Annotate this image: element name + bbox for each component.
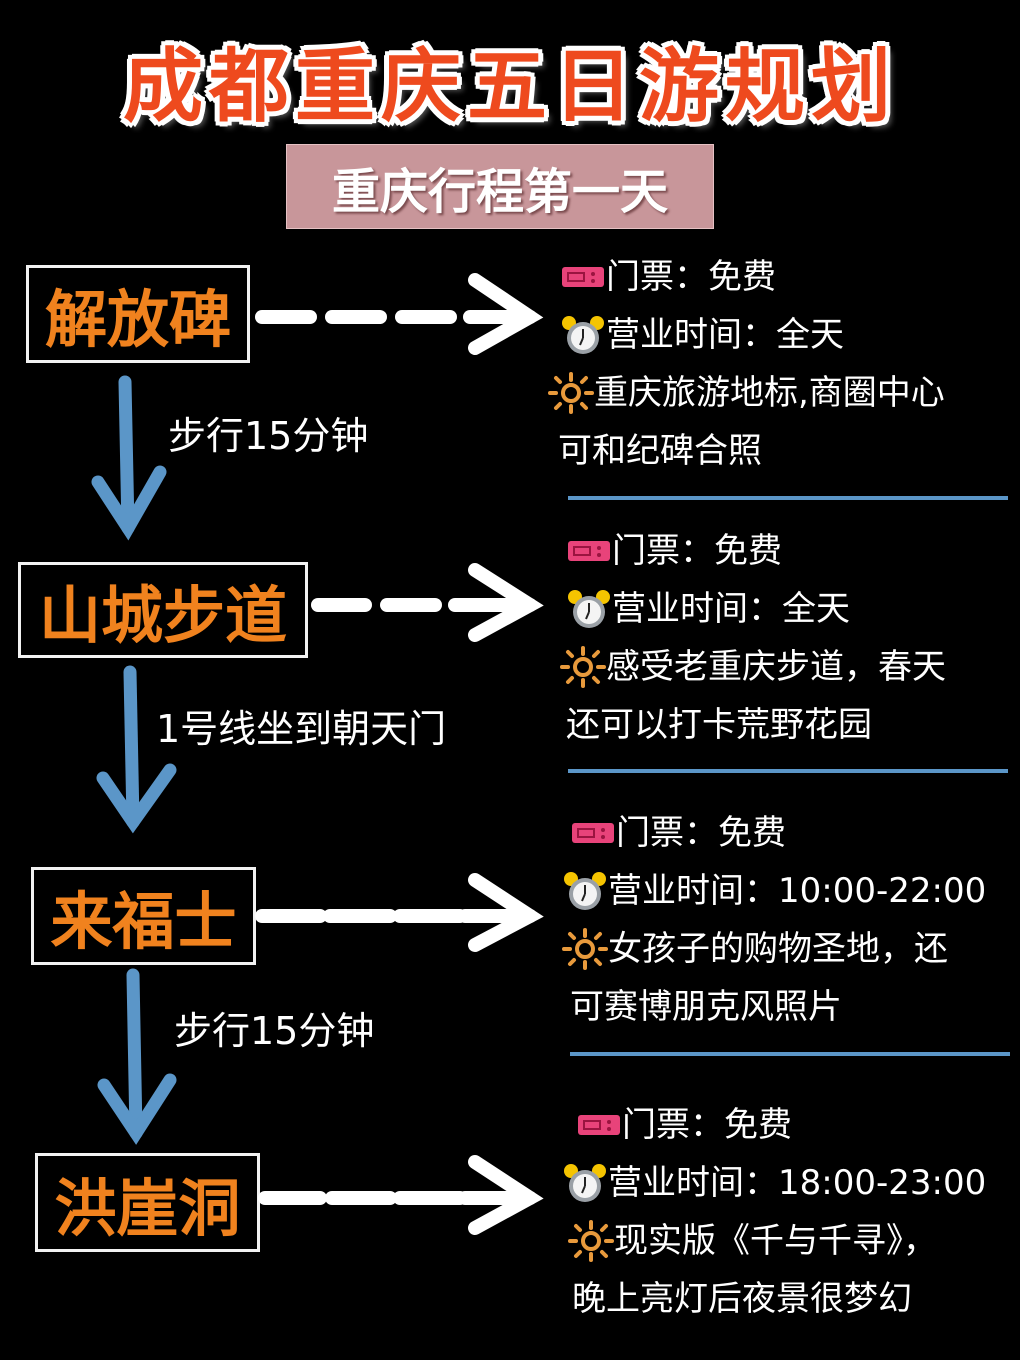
place-box-raffles: 来福士 (31, 867, 256, 965)
day-banner: 重庆行程第一天 (286, 144, 714, 229)
sun-icon (568, 1220, 614, 1262)
ticket-icon (562, 267, 604, 287)
down-arrow-icon (97, 968, 177, 1145)
ticket-icon (572, 823, 614, 843)
place-box-jiefangbei: 解放碑 (26, 265, 250, 363)
place-box-shancheng-trail: 山城步道 (18, 562, 308, 658)
down-arrow-icon (91, 375, 167, 541)
down-arrow-icon (96, 665, 177, 834)
info-block-raffles: 门票：免费 营业时间：10:00-22:00 女孩子的购物圣地，还 可赛博朋克风… (562, 804, 986, 1036)
separator-line (568, 769, 1008, 773)
ticket-icon (578, 1115, 620, 1135)
dashed-arrow-icon (311, 563, 544, 642)
info-block-jiefangbei: 门票：免费 营业时间：全天 重庆旅游地标,商圈中心 可和纪碑合照 (548, 248, 945, 480)
alarm-clock-icon (564, 872, 606, 910)
alarm-clock-icon (568, 590, 610, 628)
page-title: 成都重庆五日游规划 (123, 39, 897, 133)
alarm-clock-icon (564, 1164, 606, 1202)
separator-line (568, 496, 1008, 500)
dashed-arrow-icon (255, 273, 544, 355)
ticket-icon (568, 541, 610, 561)
info-block-shancheng-trail: 门票：免费 营业时间：全天 感受老重庆步道，春天 还可以打卡荒野花园 (560, 522, 946, 754)
sun-icon (560, 646, 606, 688)
alarm-clock-icon (562, 316, 604, 354)
place-box-hongyadong: 洪崖洞 (35, 1153, 260, 1252)
dashed-arrow-icon (258, 1155, 544, 1235)
transit-label: 1号线坐到朝天门 (156, 707, 447, 751)
transit-label: 步行15分钟 (168, 414, 369, 458)
sun-icon (548, 372, 594, 414)
separator-line (570, 1052, 1010, 1056)
transit-label: 步行15分钟 (174, 1009, 375, 1053)
sun-icon (562, 928, 608, 970)
dashed-arrow-icon (255, 873, 544, 952)
info-block-hongyadong: 门票：免费 营业时间：18:00-23:00 现实版《千与千寻》， 晚上亮灯后夜… (562, 1096, 986, 1328)
